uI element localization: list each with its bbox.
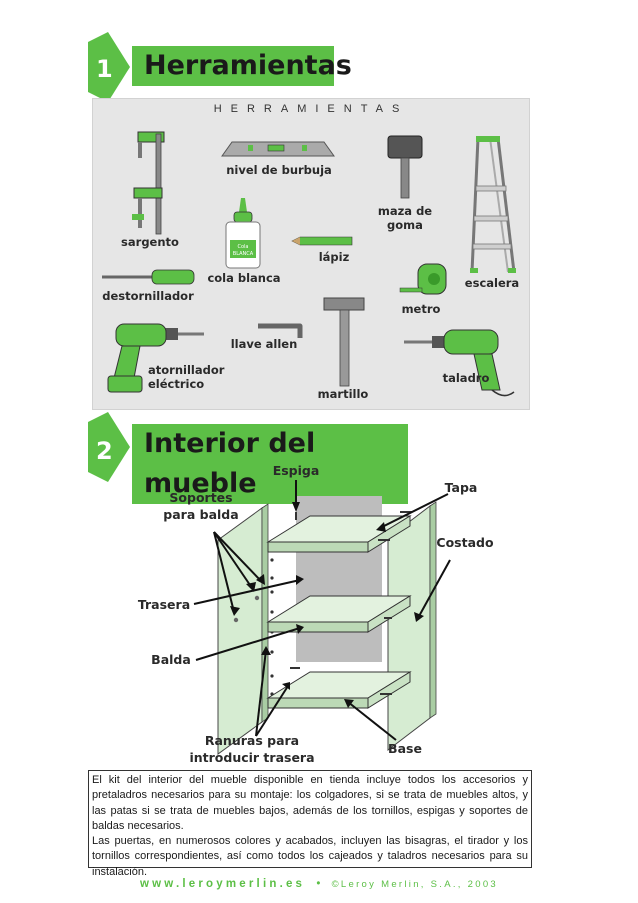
- footer-copyright: ©Leroy Merlin, S.A., 2003: [331, 879, 499, 890]
- allen-key-icon: [258, 323, 303, 338]
- footer: www.leroymerlin.es • ©Leroy Merlin, S.A.…: [0, 878, 638, 890]
- corded-drill-icon: [404, 329, 515, 397]
- footer-separator: •: [316, 878, 321, 890]
- clamp-icon: [132, 131, 165, 235]
- part-label-tapa: Tapa: [444, 480, 478, 495]
- section-1-number-badge: 1: [88, 32, 130, 102]
- part-label-espiga: Espiga: [272, 463, 320, 478]
- part-label-base: Base: [388, 741, 422, 756]
- section-1-title: Herramientas: [132, 46, 352, 86]
- tool-label-sargento: sargento: [121, 235, 179, 249]
- tool-label-llave: llave allen: [230, 337, 298, 351]
- section-2-title: Interior del mueble: [132, 424, 408, 504]
- tool-label-atornillador-2: eléctrico: [148, 377, 205, 391]
- hammer-icon: [323, 297, 365, 387]
- cordless-drill-icon: [107, 323, 204, 393]
- tool-label-atornillador-1: atornillador: [148, 363, 225, 377]
- tape-measure-icon: [399, 263, 447, 295]
- screwdriver-icon: [102, 269, 195, 285]
- left-side-panel: [217, 507, 263, 755]
- part-label-trasera: Trasera: [137, 597, 191, 612]
- description-box: El kit del interior del mueble disponibl…: [88, 770, 532, 878]
- tools-panel-heading: HERRAMIENTAS: [213, 103, 409, 115]
- glue-bottle-text-1: Cola: [237, 244, 248, 250]
- part-label-ranuras-1: Ranuras para: [204, 733, 300, 748]
- pencil-icon: [291, 236, 353, 246]
- tool-label-nivel: nivel de burbuja: [226, 163, 332, 177]
- part-label-soportes-1: Soportes: [169, 490, 233, 505]
- tool-label-lapiz: lápiz: [318, 250, 350, 264]
- tool-label-cola: cola blanca: [207, 271, 281, 285]
- section-2-number: 2: [96, 437, 113, 465]
- right-side-panel: [387, 504, 431, 752]
- spirit-level-icon: [221, 141, 335, 157]
- glue-bottle-icon: Cola BLANCA: [225, 198, 261, 269]
- part-label-ranuras-2: introducir trasera: [189, 750, 315, 765]
- ladder-icon: [470, 136, 516, 273]
- glue-bottle-text-2: BLANCA: [233, 251, 254, 257]
- tool-label-martillo: martillo: [317, 387, 369, 401]
- part-label-costado: Costado: [436, 535, 494, 550]
- section-2-number-badge: 2: [88, 412, 130, 482]
- part-label-balda: Balda: [151, 652, 191, 667]
- tool-label-maza-2: goma: [387, 218, 423, 232]
- tool-label-destornillador: destornillador: [102, 289, 194, 303]
- footer-website-link[interactable]: www.leroymerlin.es: [139, 878, 306, 890]
- section-1-number: 1: [96, 55, 113, 83]
- tool-label-maza-1: maza de: [377, 204, 433, 218]
- tool-label-metro: metro: [401, 302, 441, 316]
- rubber-mallet-icon: [387, 135, 423, 199]
- description-paragraph-1: El kit del interior del mueble disponibl…: [92, 774, 528, 832]
- description-paragraph-2: Las puertas, en numerosos colores y acab…: [92, 835, 528, 878]
- part-label-soportes-2: para balda: [163, 507, 239, 522]
- tool-label-escalera: escalera: [464, 276, 520, 290]
- tool-label-taladro: taladro: [442, 371, 490, 385]
